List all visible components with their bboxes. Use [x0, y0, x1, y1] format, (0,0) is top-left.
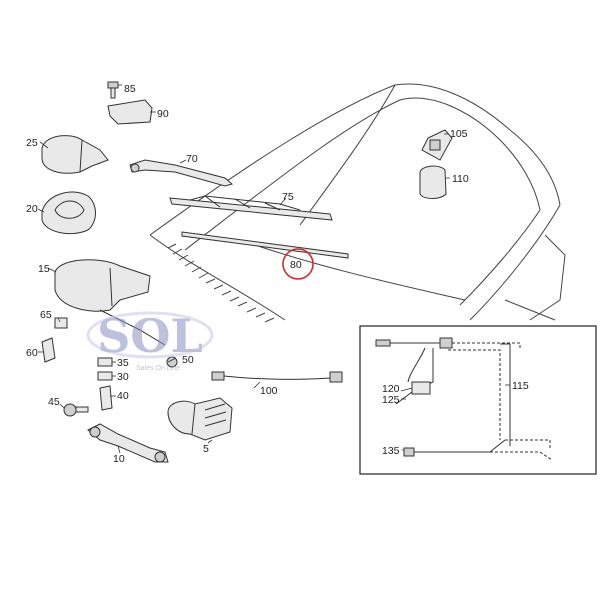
wiper-blade: [169, 195, 333, 221]
callout-40: 40: [117, 390, 129, 402]
callout-20: 20: [26, 203, 38, 215]
cable-100: [211, 371, 343, 383]
screw-85: [107, 81, 119, 99]
callout-60: 60: [26, 347, 38, 359]
callout-35: 35: [117, 357, 129, 369]
callout-100: 100: [260, 385, 278, 397]
callout-25: 25: [26, 137, 38, 149]
callout-10: 10: [113, 453, 125, 465]
callout-15: 15: [38, 263, 50, 275]
watermark-logo: SOL Sales On Line: [86, 309, 214, 372]
cover-25: [41, 135, 109, 174]
cover-cap-90: [107, 99, 153, 125]
highlight-circle-80: [282, 248, 314, 280]
wiring-inset-box: [359, 325, 597, 475]
callout-135: 135: [382, 445, 400, 457]
wiper-arm: [129, 159, 234, 187]
wiper-motor-5: [167, 397, 233, 441]
callout-5: 5: [203, 443, 209, 455]
callout-125: 125: [382, 394, 400, 406]
bolt-45: [63, 403, 89, 417]
callout-50: 50: [182, 354, 194, 366]
wiper-linkage-10: [87, 423, 169, 463]
callout-120: 120: [382, 383, 400, 395]
callout-45: 45: [48, 396, 60, 408]
callout-105: 105: [450, 128, 468, 140]
leader-lines: [37, 84, 510, 454]
callout-80: 80: [290, 259, 302, 271]
bushing-65: [54, 317, 68, 329]
watermark-logo-text: SOL: [97, 309, 203, 363]
watermark-tagline: Sales On Line: [136, 365, 180, 372]
sensor-cover-110: [419, 165, 447, 199]
callout-115: 115: [512, 380, 529, 392]
bracket-60: [41, 337, 56, 363]
callout-30: 30: [117, 371, 129, 383]
cowl-vent-hatching: [167, 243, 275, 323]
callout-90: 90: [157, 108, 169, 120]
callout-85: 85: [124, 83, 136, 95]
link-40: [99, 385, 113, 411]
callout-75: 75: [282, 191, 294, 203]
windshield-outline: [149, 83, 566, 321]
callout-110: 110: [452, 173, 469, 185]
cover-20: [41, 191, 96, 235]
rain-sensor-105: [421, 129, 453, 161]
clip-30: [97, 371, 113, 381]
callout-labels: 85 90 25 70 75 20 80 15 65 60 50 35 30 4…: [26, 83, 529, 465]
callout-65: 65: [40, 309, 52, 321]
wiper-refill-strip: [181, 231, 349, 259]
callout-70: 70: [186, 153, 198, 165]
